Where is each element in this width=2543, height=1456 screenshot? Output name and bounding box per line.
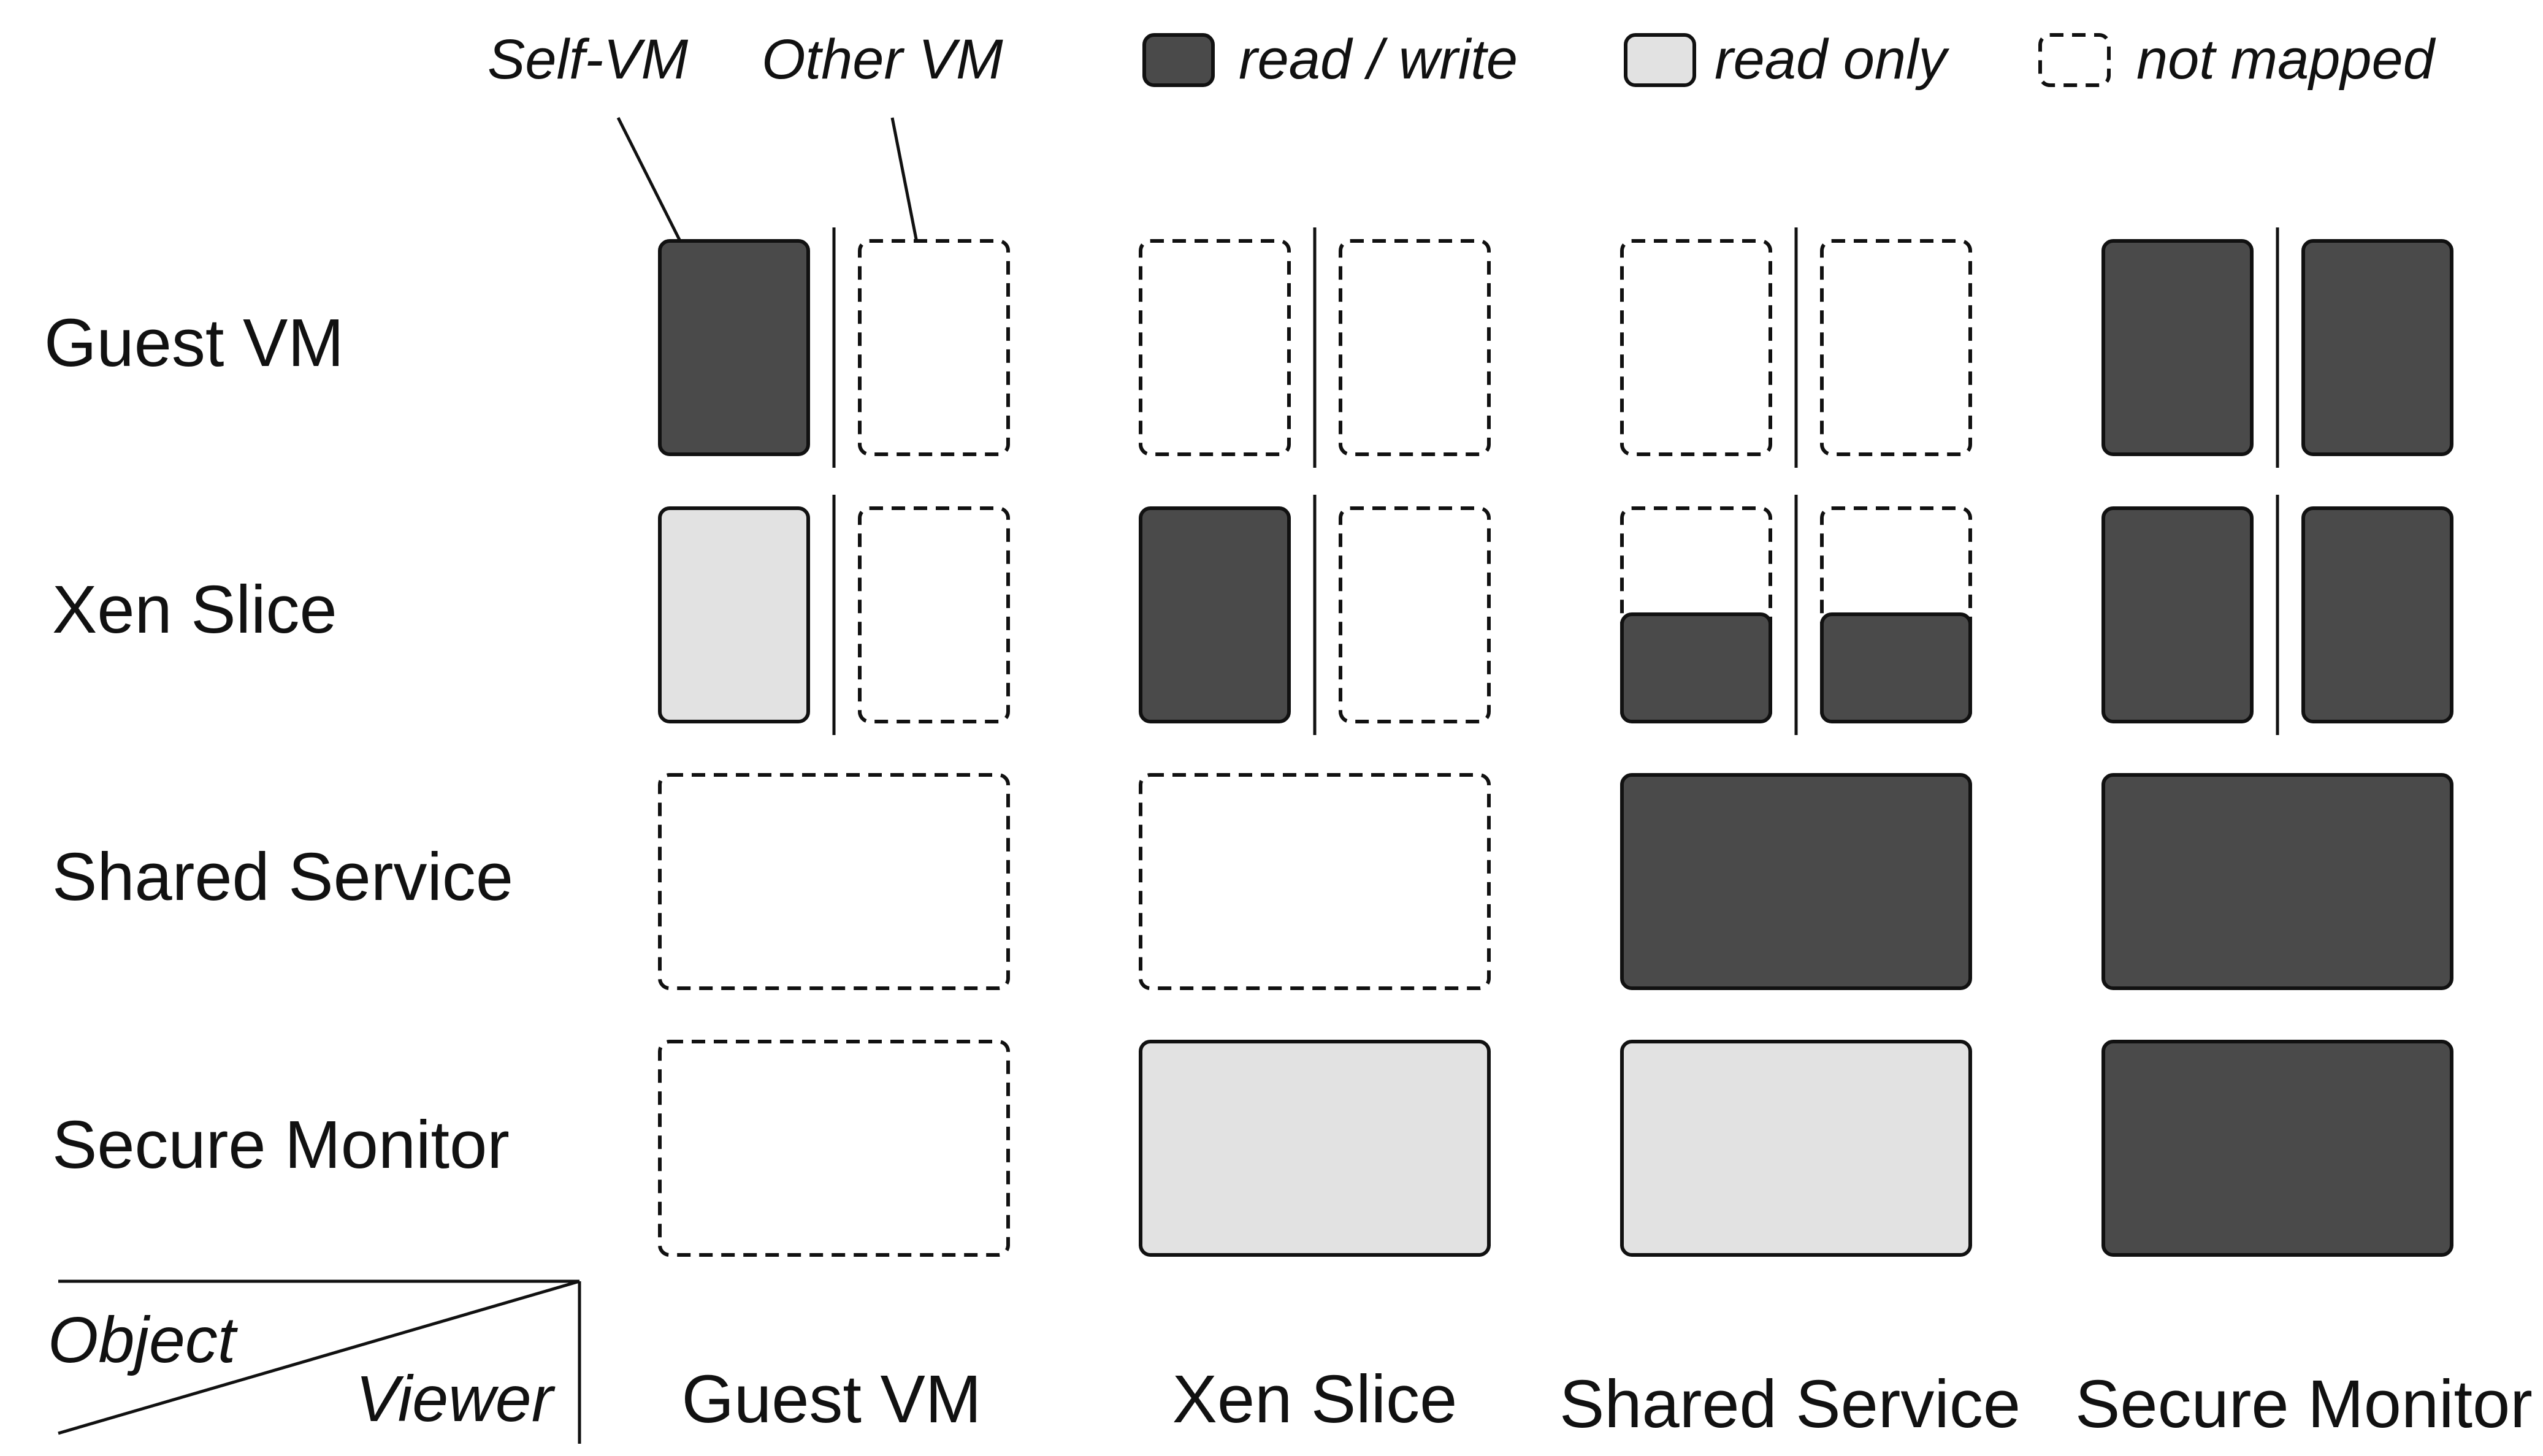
row-label-guest-vm: Guest VM xyxy=(44,305,344,381)
row-labels: Guest VM Xen Slice Shared Service Secure… xyxy=(44,305,513,1183)
legend-label-not-mapped: not mapped xyxy=(2136,28,2436,91)
cell-r1-c1-self xyxy=(658,239,810,456)
cell-r1-c3-other xyxy=(1820,239,1972,456)
annotation-other-vm: Other VM xyxy=(762,28,1003,91)
legend-label-read-write: read / write xyxy=(1239,28,1518,91)
cell-r1-c4-self xyxy=(2101,239,2254,456)
legend: read / write read only not mapped xyxy=(1142,28,2436,91)
cell-r4-c1 xyxy=(658,1040,1010,1257)
cell-r3-c2 xyxy=(1139,773,1491,990)
cell-r4-c2 xyxy=(1139,1040,1491,1257)
cell-r1-c2-other xyxy=(1339,239,1491,456)
cell-r4-c4 xyxy=(2101,1040,2453,1257)
cell-r4-c3 xyxy=(1620,1040,1972,1257)
corner-header: Object Viewer xyxy=(48,1279,581,1444)
annotation-self-vm: Self-VM xyxy=(488,28,689,91)
legend-swatch-read-write xyxy=(1142,33,1215,87)
corner-label-object: Object xyxy=(48,1304,239,1376)
cell-r2-c2-other xyxy=(1339,506,1491,723)
annotation-other-vm-pointer xyxy=(890,117,919,243)
cell-r1-c1-other xyxy=(858,239,1010,456)
cell-r1-c3-self xyxy=(1620,239,1772,456)
cell-r2-c3-other-read-write xyxy=(1820,612,1972,723)
legend-label-read-only: read only xyxy=(1715,28,1949,91)
row-label-xen-slice: Xen Slice xyxy=(52,572,337,647)
annotations: Self-VM Other VM xyxy=(488,28,1003,243)
cell-r2-c1-other xyxy=(858,506,1010,723)
legend-swatch-read-only xyxy=(1624,33,1696,87)
annotation-self-vm-pointer xyxy=(616,116,683,243)
legend-swatch-not-mapped xyxy=(2038,33,2111,87)
cell-r2-c4-self xyxy=(2101,506,2254,723)
cell-r1-c2-self xyxy=(1139,239,1291,456)
column-label-xen-slice: Xen Slice xyxy=(1172,1362,1458,1437)
column-label-shared-service: Shared Service xyxy=(1559,1366,2021,1442)
corner-diagonal-line xyxy=(58,1279,580,1435)
matrix-cells xyxy=(658,227,2453,1257)
column-label-guest-vm: Guest VM xyxy=(681,1362,981,1437)
cell-r1-c4-other xyxy=(2301,239,2453,456)
cell-r2-c2-self xyxy=(1139,506,1291,723)
row-label-shared-service: Shared Service xyxy=(52,839,513,915)
cell-r2-c4-other xyxy=(2301,506,2453,723)
column-labels: Guest VM Xen Slice Shared Service Secure… xyxy=(681,1362,2532,1442)
corner-label-viewer: Viewer xyxy=(356,1363,556,1435)
cell-r2-c1-self xyxy=(658,506,810,723)
column-label-secure-monitor: Secure Monitor xyxy=(2075,1366,2533,1442)
cell-r3-c1 xyxy=(658,773,1010,990)
row-label-secure-monitor: Secure Monitor xyxy=(52,1107,510,1183)
cell-r3-c3 xyxy=(1620,773,1972,990)
cell-r3-c4 xyxy=(2101,773,2453,990)
cell-r2-c3-self-read-write xyxy=(1620,612,1772,723)
